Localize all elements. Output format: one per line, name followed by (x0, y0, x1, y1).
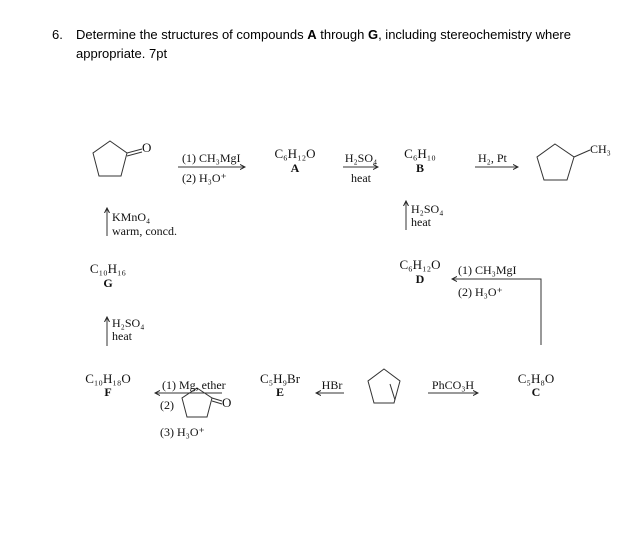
reagent-h2so4-G: H₂SO₄ (112, 316, 145, 330)
reagent-h2so4-B: H₂SO₄ (411, 202, 444, 216)
cyclopentanone-reagent-ring (181, 387, 213, 418)
reagent-mg-ether: (1) Mg, ether (162, 378, 226, 392)
cyclopentene-ring (367, 368, 401, 404)
reagent-heat: heat (351, 171, 371, 185)
compound-C-formula: C₅H₈O (517, 371, 555, 386)
carbonyl-oxygen: O (142, 140, 152, 155)
question-text-line1: Determine the structures of compounds A … (76, 27, 571, 42)
reagent-ch3mgi: (1) CH₃MgI (182, 151, 241, 165)
compound-E-label: E (275, 385, 285, 399)
reagent-h2so4: H₂SO₄ (344, 151, 378, 165)
reagent-h2-pt: H₂, Pt (478, 151, 507, 165)
text: through (316, 27, 368, 42)
reagent-carbonyl-oxygen: O (222, 395, 232, 410)
arrow-C-to-D (452, 279, 542, 345)
compound-E-formula: C₅H₉Br (259, 371, 301, 386)
reagent-h3o-D: (2) H₃O⁺ (458, 285, 503, 299)
methyl-label: CH₃ (590, 142, 611, 156)
reagent-h3o: (2) H₃O⁺ (182, 171, 227, 185)
compound-G-label: G (103, 276, 113, 290)
question-text-line2: appropriate. 7pt (76, 46, 168, 61)
compound-F-label: F (104, 385, 112, 399)
reagent-heat-B: heat (411, 215, 431, 229)
reagent-kmno4: KMnO₄ (112, 210, 151, 224)
cyclopentanone-ring (92, 140, 128, 177)
reagent-hbr: HBr (321, 378, 343, 392)
compound-B-formula: C₆H₁₀ (404, 146, 436, 161)
compound-D-label: D (415, 272, 425, 286)
compound-G-formula: C₁₀H₁₆ (89, 261, 127, 276)
reagent-step2: (2) (160, 398, 174, 412)
compound-A-label: A (290, 161, 300, 175)
text-G: G (367, 27, 379, 42)
methylcyclopentane-ring (536, 143, 575, 181)
reagent-h3o-F: (3) H₃O⁺ (160, 425, 205, 439)
reagent-phco3h: PhCO₃H (431, 378, 475, 392)
compound-A-formula: C₆H₁₂O (274, 146, 316, 161)
compound-D-formula: C₆H₁₂O (399, 257, 441, 272)
question-number: 6. (52, 27, 63, 42)
compound-C-label: C (531, 385, 541, 399)
compound-F-formula: C₁₀H₁₈O (85, 371, 131, 386)
text-A: A (307, 27, 317, 42)
reagent-kmno4-conditions: warm, concd. (112, 224, 177, 238)
text: , including stereochemistry where (378, 27, 571, 42)
reagent-heat-G: heat (112, 329, 132, 343)
reagent-ch3mgi-D: (1) CH₃MgI (458, 263, 517, 277)
compound-B-label: B (415, 161, 425, 175)
text: Determine the structures of compounds (76, 27, 308, 42)
